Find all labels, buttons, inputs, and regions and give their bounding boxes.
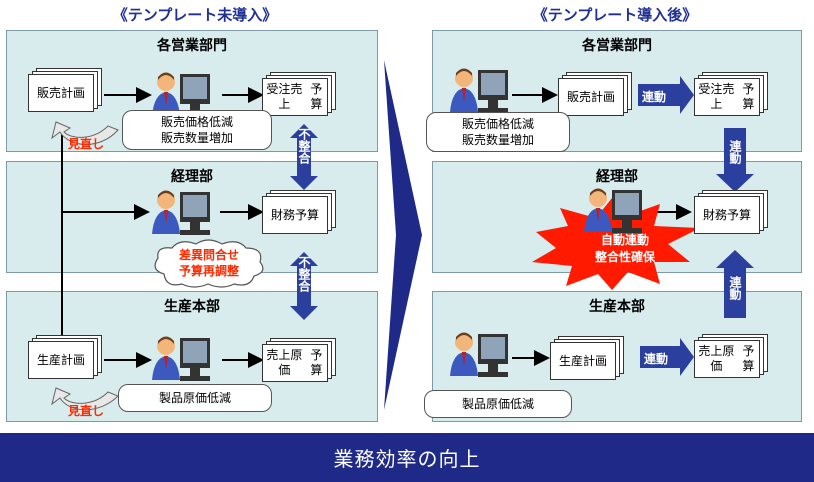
- right-sales-plan-label: 販売計画: [558, 78, 624, 116]
- left-production-title: 生産本部: [164, 299, 220, 315]
- right-financial-budget-doc: 財務予算: [694, 190, 768, 234]
- right-accounting-title: 経理部: [596, 169, 638, 185]
- left-title: 《テンプレート未導入》: [112, 6, 278, 24]
- left-review-label-2: 見直し: [68, 404, 105, 418]
- left-production-plan-doc: 生産計画: [28, 335, 102, 379]
- right-sales-person-icon: [450, 68, 508, 113]
- right-link-label-production: 連動: [644, 352, 669, 366]
- left-sales-plan-doc: 販売計画: [28, 68, 102, 112]
- left-production-person-icon: [152, 336, 210, 381]
- left-sales-title: 各営業部門: [157, 38, 227, 54]
- right-link-label-down: 連動: [728, 140, 742, 164]
- left-financial-budget-doc: 財務予算: [262, 190, 336, 234]
- right-title: 《テンプレート導入後》: [532, 6, 698, 24]
- right-cost-budget-label: 売上原価予算: [694, 340, 760, 378]
- transition-chevron: [384, 60, 422, 410]
- right-link-arrow-production: [640, 338, 694, 376]
- right-production-title: 生産本部: [589, 299, 645, 315]
- left-review-arrow-2: [51, 387, 119, 411]
- right-link-label-up: 連動: [728, 276, 742, 300]
- right-sales-title: 各営業部門: [582, 38, 652, 54]
- left-production-plan-label: 生産計画: [28, 341, 94, 379]
- right-link-arrow-sales: [638, 76, 694, 114]
- left-accounting-title: 経理部: [171, 169, 213, 185]
- right-order-budget-label: 受注売上予算: [694, 78, 760, 116]
- left-cost-budget-label: 売上原価予算: [262, 344, 328, 382]
- right-sales-note: 販売価格低減販売数量増加: [426, 112, 570, 152]
- right-financial-budget-label: 財務予算: [694, 196, 760, 234]
- right-production-plan-label: 生産計画: [550, 342, 616, 380]
- left-mismatch-label-1: 不整合: [297, 128, 311, 164]
- right-auto-link-burst-text: 自動連動整合性確保: [594, 233, 655, 264]
- left-review-arrow-1: [51, 121, 119, 145]
- right-production-plan-doc: 生産計画: [550, 336, 624, 380]
- left-cost-budget-doc: 売上原価予算: [262, 338, 336, 382]
- left-accounting-person-icon: [152, 190, 210, 235]
- left-sales-note: 販売価格低減販売数量増加: [122, 110, 272, 150]
- right-production-person-icon: [450, 332, 508, 377]
- left-mismatch-arrow-1: [290, 124, 318, 190]
- right-cost-budget-doc: 売上原価予算: [694, 334, 768, 378]
- left-inquiry-cloud: [154, 239, 264, 288]
- left-mismatch-arrow-2: [290, 252, 318, 320]
- left-order-budget-label: 受注売上予算: [262, 78, 328, 116]
- right-link-arrow-down: [716, 128, 754, 192]
- left-financial-budget-label: 財務予算: [262, 196, 328, 234]
- right-sales-plan-doc: 販売計画: [558, 72, 632, 116]
- right-auto-link-burst: [532, 198, 700, 290]
- right-cost-note: 製品原価低減: [424, 390, 572, 418]
- left-mismatch-label-2: 不整合: [297, 256, 311, 292]
- left-review-label-1: 見直し: [68, 137, 105, 151]
- left-order-budget-doc: 受注売上予算: [262, 72, 336, 116]
- right-order-budget-doc: 受注売上予算: [694, 72, 768, 116]
- left-sales-plan-label: 販売計画: [28, 74, 94, 112]
- left-inquiry-cloud-text: 差異問合せ予算再調整: [178, 248, 239, 278]
- right-accounting-person-icon: [584, 188, 642, 233]
- bottom-banner: 業務効率の向上: [0, 433, 814, 482]
- right-link-label-sales: 連動: [642, 90, 667, 104]
- left-cost-note: 製品原価低減: [118, 384, 272, 412]
- right-link-arrow-up: [716, 250, 754, 318]
